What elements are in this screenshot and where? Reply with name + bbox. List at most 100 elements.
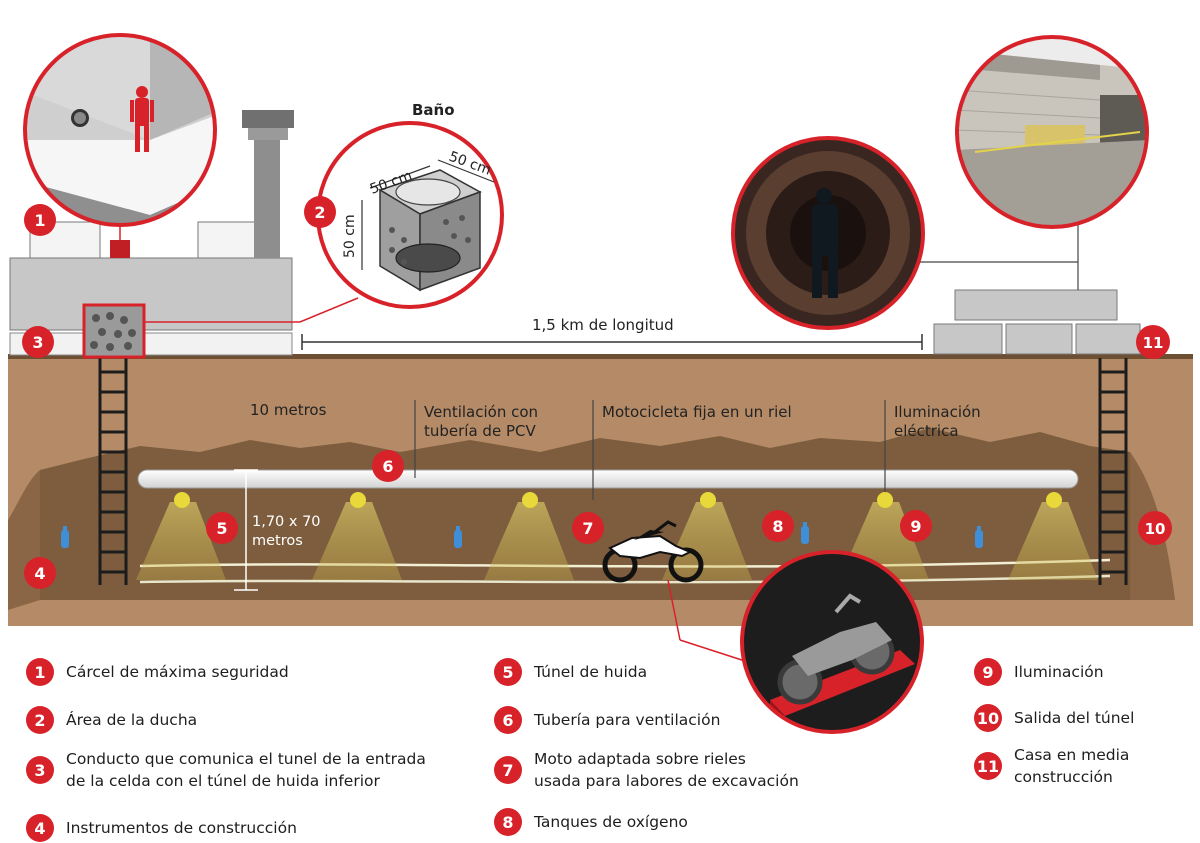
legend-badge: 9 bbox=[974, 658, 1002, 686]
legend-text: Salida del túnel bbox=[1014, 709, 1135, 727]
badge-10: 10 bbox=[1138, 511, 1172, 545]
svg-text:5: 5 bbox=[216, 519, 227, 538]
legend-badge: 11 bbox=[974, 752, 1002, 780]
lamp-icon bbox=[877, 492, 893, 508]
leader-line bbox=[679, 639, 749, 663]
oxygen-tank-icon bbox=[801, 522, 809, 544]
ventilation-label-1: Ventilación con bbox=[424, 403, 538, 421]
badge-4: 4 bbox=[24, 557, 56, 589]
legend-text: Iluminación bbox=[1014, 663, 1104, 681]
light-beam bbox=[136, 502, 226, 580]
lamp-icon bbox=[174, 492, 190, 508]
lamp-icon bbox=[1046, 492, 1062, 508]
legend-badge: 10 bbox=[974, 704, 1002, 732]
lamp-icon bbox=[350, 492, 366, 508]
tunnel-size-label-2: metros bbox=[252, 533, 303, 549]
legend-item-6: 6 Tubería para ventilación bbox=[494, 706, 720, 734]
prison-cell-callout bbox=[23, 33, 217, 227]
svg-text:7: 7 bbox=[582, 519, 593, 538]
length-label: 1,5 km de longitud bbox=[532, 316, 674, 334]
legend-badge: 1 bbox=[26, 658, 54, 686]
svg-text:9: 9 bbox=[910, 517, 921, 536]
light-beam bbox=[662, 502, 752, 580]
light-beam bbox=[484, 502, 574, 580]
ventilation-label-2: tubería de PCV bbox=[424, 422, 536, 440]
lamp-icon bbox=[700, 492, 716, 508]
oxygen-tank-icon bbox=[975, 526, 983, 548]
ventilation-pipe bbox=[137, 469, 1079, 489]
leader-line bbox=[667, 579, 681, 641]
badge-2: 2 bbox=[304, 196, 336, 228]
dim-side: 50 cm bbox=[342, 214, 358, 258]
legend-badge: 6 bbox=[494, 706, 522, 734]
exit-ladder bbox=[1098, 358, 1128, 585]
legend-text: Tanques de oxígeno bbox=[534, 813, 688, 831]
legend-item-8: 8 Tanques de oxígeno bbox=[494, 808, 688, 836]
legend-badge: 7 bbox=[494, 756, 522, 784]
badge-1: 1 bbox=[24, 204, 56, 236]
motorcycle-icon bbox=[602, 520, 704, 583]
prison-building bbox=[9, 257, 293, 331]
tunnel-size-label-1: 1,70 x 70 bbox=[252, 514, 321, 530]
house-block bbox=[933, 323, 1003, 355]
badge-7: 7 bbox=[572, 512, 604, 544]
svg-text:1: 1 bbox=[34, 211, 45, 230]
oxygen-tank-icon bbox=[61, 526, 69, 548]
svg-text:6: 6 bbox=[382, 457, 393, 476]
legend-badge: 2 bbox=[26, 706, 54, 734]
legend-item-2: 2 Área de la ducha bbox=[26, 706, 197, 734]
light-label-1: Iluminación bbox=[894, 403, 981, 421]
leader-line bbox=[144, 297, 359, 323]
legend-badge: 5 bbox=[494, 658, 522, 686]
legend-text: Tubería para ventilación bbox=[534, 711, 721, 729]
house-block bbox=[1005, 323, 1073, 355]
shower-area-callout bbox=[316, 121, 504, 309]
legend-item-10: 10 Salida del túnel bbox=[974, 704, 1134, 732]
shower-title: Baño bbox=[412, 101, 455, 119]
prison-foundation bbox=[9, 332, 293, 356]
legend-badge: 3 bbox=[26, 756, 54, 784]
lamp-icon bbox=[522, 492, 538, 508]
duct-pattern bbox=[90, 312, 136, 351]
legend-item-3: 3 Conducto que comunica el tunel de la e… bbox=[26, 748, 426, 792]
svg-text:2: 2 bbox=[314, 203, 325, 222]
badge-5: 5 bbox=[206, 512, 238, 544]
rail-bottom bbox=[139, 574, 1111, 584]
svg-text:10: 10 bbox=[1145, 520, 1166, 538]
legend-text: Conducto que comunica el tunel de la ent… bbox=[66, 750, 426, 790]
light-beam bbox=[1008, 502, 1098, 580]
tower-window bbox=[248, 128, 288, 140]
tower-top bbox=[242, 110, 294, 128]
legend-item-9: 9 Iluminación bbox=[974, 658, 1104, 686]
tunnel-photo-callout bbox=[731, 136, 925, 330]
house-block bbox=[1075, 323, 1141, 355]
legend-badge: 8 bbox=[494, 808, 522, 836]
legend-item-5: 5 Túnel de huida bbox=[494, 658, 647, 686]
badge-3: 3 bbox=[22, 326, 54, 358]
light-label-2: eléctrica bbox=[894, 422, 959, 440]
depth-label: 10 metros bbox=[250, 401, 327, 419]
light-beam bbox=[312, 502, 402, 580]
legend-text: Instrumentos de construcción bbox=[66, 819, 297, 837]
badge-8: 8 bbox=[762, 510, 794, 542]
svg-text:3: 3 bbox=[32, 333, 43, 352]
badge-11: 11 bbox=[1136, 325, 1170, 359]
legend-text: Túnel de huida bbox=[534, 663, 648, 681]
legend-text: Área de la ducha bbox=[66, 711, 198, 729]
legend-item-1: 1 Cárcel de máxima seguridad bbox=[26, 658, 289, 686]
length-dimension bbox=[301, 334, 923, 350]
legend: 1 Cárcel de máxima seguridad 2 Área de l… bbox=[0, 640, 1200, 843]
house-photo-callout bbox=[955, 35, 1149, 229]
badge-6: 6 bbox=[372, 450, 404, 482]
svg-text:4: 4 bbox=[34, 564, 45, 583]
prison-cell-marker bbox=[110, 240, 130, 258]
watch-tower bbox=[254, 138, 280, 258]
legend-item-4: 4 Instrumentos de construcción bbox=[26, 814, 297, 842]
moto-label: Motocicleta fija en un riel bbox=[602, 403, 792, 421]
svg-text:8: 8 bbox=[772, 517, 783, 536]
